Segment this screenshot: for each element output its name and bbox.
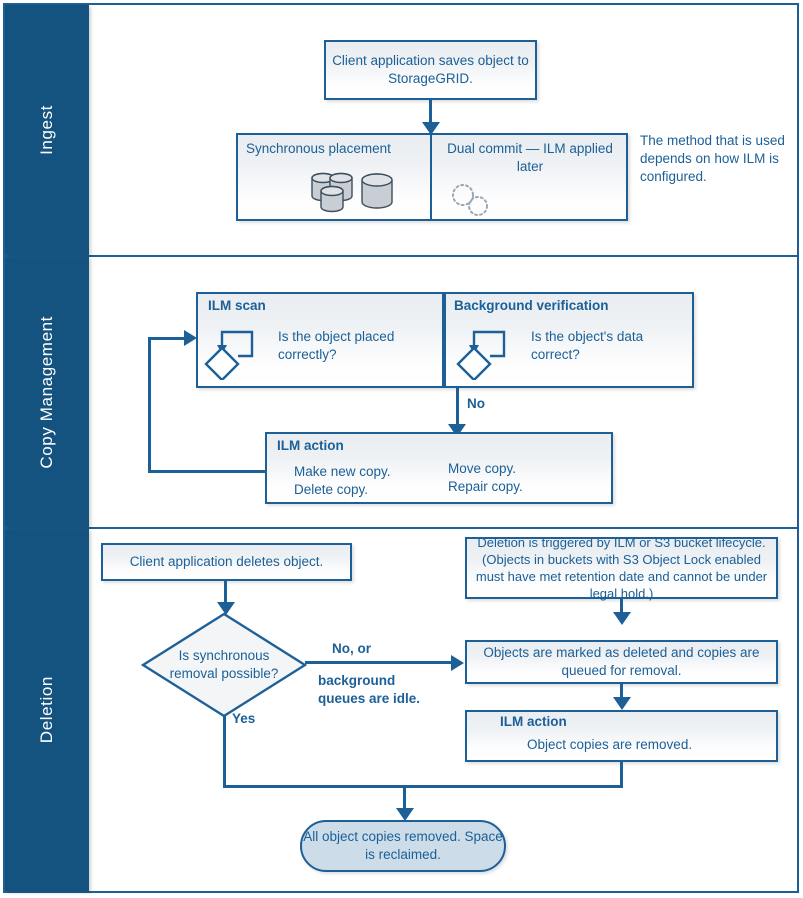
connector-trigger-to-marked xyxy=(620,599,623,619)
connector-loop-top xyxy=(148,337,188,340)
lane-label-deletion: Deletion xyxy=(5,529,89,891)
deletion-decision-text: Is synchronous removal possible? xyxy=(169,648,279,681)
ingest-method-note: The method that is used depends on how I… xyxy=(640,133,785,185)
ingest-synchronous-placement-label: Synchronous placement xyxy=(246,141,391,156)
lane-label-ingest-text: Ingest xyxy=(37,105,56,155)
deletion-client-delete-box: Client application deletes object. xyxy=(101,543,352,581)
edge-label-no: No xyxy=(467,396,485,411)
background-verification-question: Is the object's data correct? xyxy=(531,329,644,363)
arrowhead-no-to-marked-box xyxy=(451,655,464,671)
connector-verification-to-ilm-action xyxy=(456,388,459,432)
connector-client-delete-to-decision xyxy=(224,581,227,608)
arrowhead-client-delete-to-decision xyxy=(217,602,235,615)
connector-marked-to-ilm-action xyxy=(620,684,623,704)
deletion-marked-box: Objects are marked as deleted and copies… xyxy=(465,640,778,684)
connector-ilm-action-down xyxy=(620,762,623,788)
lane-separator-ingest-copy xyxy=(3,255,799,257)
ilm-action-repair-copy: Repair copy. xyxy=(448,479,523,494)
connector-loop-bottom xyxy=(148,470,266,473)
deletion-trigger-box: Deletion is triggered by ILM or S3 bucke… xyxy=(465,535,778,601)
ingest-methods-box xyxy=(236,133,628,221)
background-verification-box xyxy=(444,292,694,388)
lane-label-deletion-text: Deletion xyxy=(37,676,56,744)
lane-label-copy-management-text: Copy Management xyxy=(37,315,56,469)
ilm-action-make-new-copy: Make new copy. xyxy=(294,464,391,479)
arrowhead-loop-to-ilm-scan xyxy=(184,330,197,346)
deletion-terminator: All object copies removed. Space is recl… xyxy=(300,820,506,872)
deletion-terminator-text: All object copies removed. Space is recl… xyxy=(303,828,503,862)
deletion-ilm-action-detail: Object copies are removed. xyxy=(527,737,693,752)
deletion-decision-diamond: Is synchronous removal possible? xyxy=(141,612,307,718)
edge-label-yes: Yes xyxy=(232,711,256,726)
lane-separator-copy-deletion xyxy=(3,527,799,529)
ilm-scan-question: Is the object placed correctly? xyxy=(278,329,395,363)
ilm-action-title: ILM action xyxy=(277,438,344,453)
ingest-client-save-box: Client application saves object to Stora… xyxy=(324,40,537,100)
arrowhead-to-terminator xyxy=(396,808,414,821)
deletion-ilm-action-box xyxy=(465,710,778,762)
background-verification-title: Background verification xyxy=(454,298,609,313)
ilm-action-move-copy: Move copy. xyxy=(448,461,517,476)
ilm-scan-box xyxy=(196,292,444,388)
connector-join-to-terminator xyxy=(403,785,623,788)
ilm-scan-title: ILM scan xyxy=(208,298,266,313)
connector-ingest-client-to-methods xyxy=(429,100,432,128)
storage-cylinders-icon xyxy=(308,168,396,219)
deletion-ilm-action-title: ILM action xyxy=(500,714,567,729)
edge-label-no-or: No, or xyxy=(332,641,371,656)
deletion-client-delete-text: Client application deletes object. xyxy=(129,554,324,570)
lane-label-ingest: Ingest xyxy=(5,5,89,255)
edge-label-background-queues: background queues are idle. xyxy=(318,673,421,707)
ingest-methods-divider xyxy=(430,133,432,221)
ingest-client-save-text: Client application saves object to Stora… xyxy=(332,53,529,86)
ilm-action-delete-copy: Delete copy. xyxy=(294,482,369,497)
arrowhead-ingest-client-to-methods xyxy=(422,122,440,135)
ilm-action-box xyxy=(265,432,613,504)
connector-terminator-down xyxy=(403,785,406,813)
connector-loop-left xyxy=(148,337,151,473)
connector-yes-right xyxy=(223,785,405,788)
dashed-placeholder-icon xyxy=(449,182,495,223)
arrowhead-trigger-to-marked xyxy=(613,612,631,625)
ingest-dual-commit-label: Dual commit — ILM applied later xyxy=(447,141,613,175)
arrowhead-marked-to-ilm-action xyxy=(613,697,631,710)
loop-decision-icon xyxy=(200,318,262,385)
connector-yes-down xyxy=(223,716,226,788)
connector-no-right xyxy=(305,661,455,664)
deletion-trigger-text: Deletion is triggered by ILM or S3 bucke… xyxy=(475,534,768,602)
deletion-marked-text: Objects are marked as deleted and copies… xyxy=(483,645,760,678)
lane-label-copy-management: Copy Management xyxy=(5,257,89,527)
loop-decision-icon-2 xyxy=(452,318,514,385)
